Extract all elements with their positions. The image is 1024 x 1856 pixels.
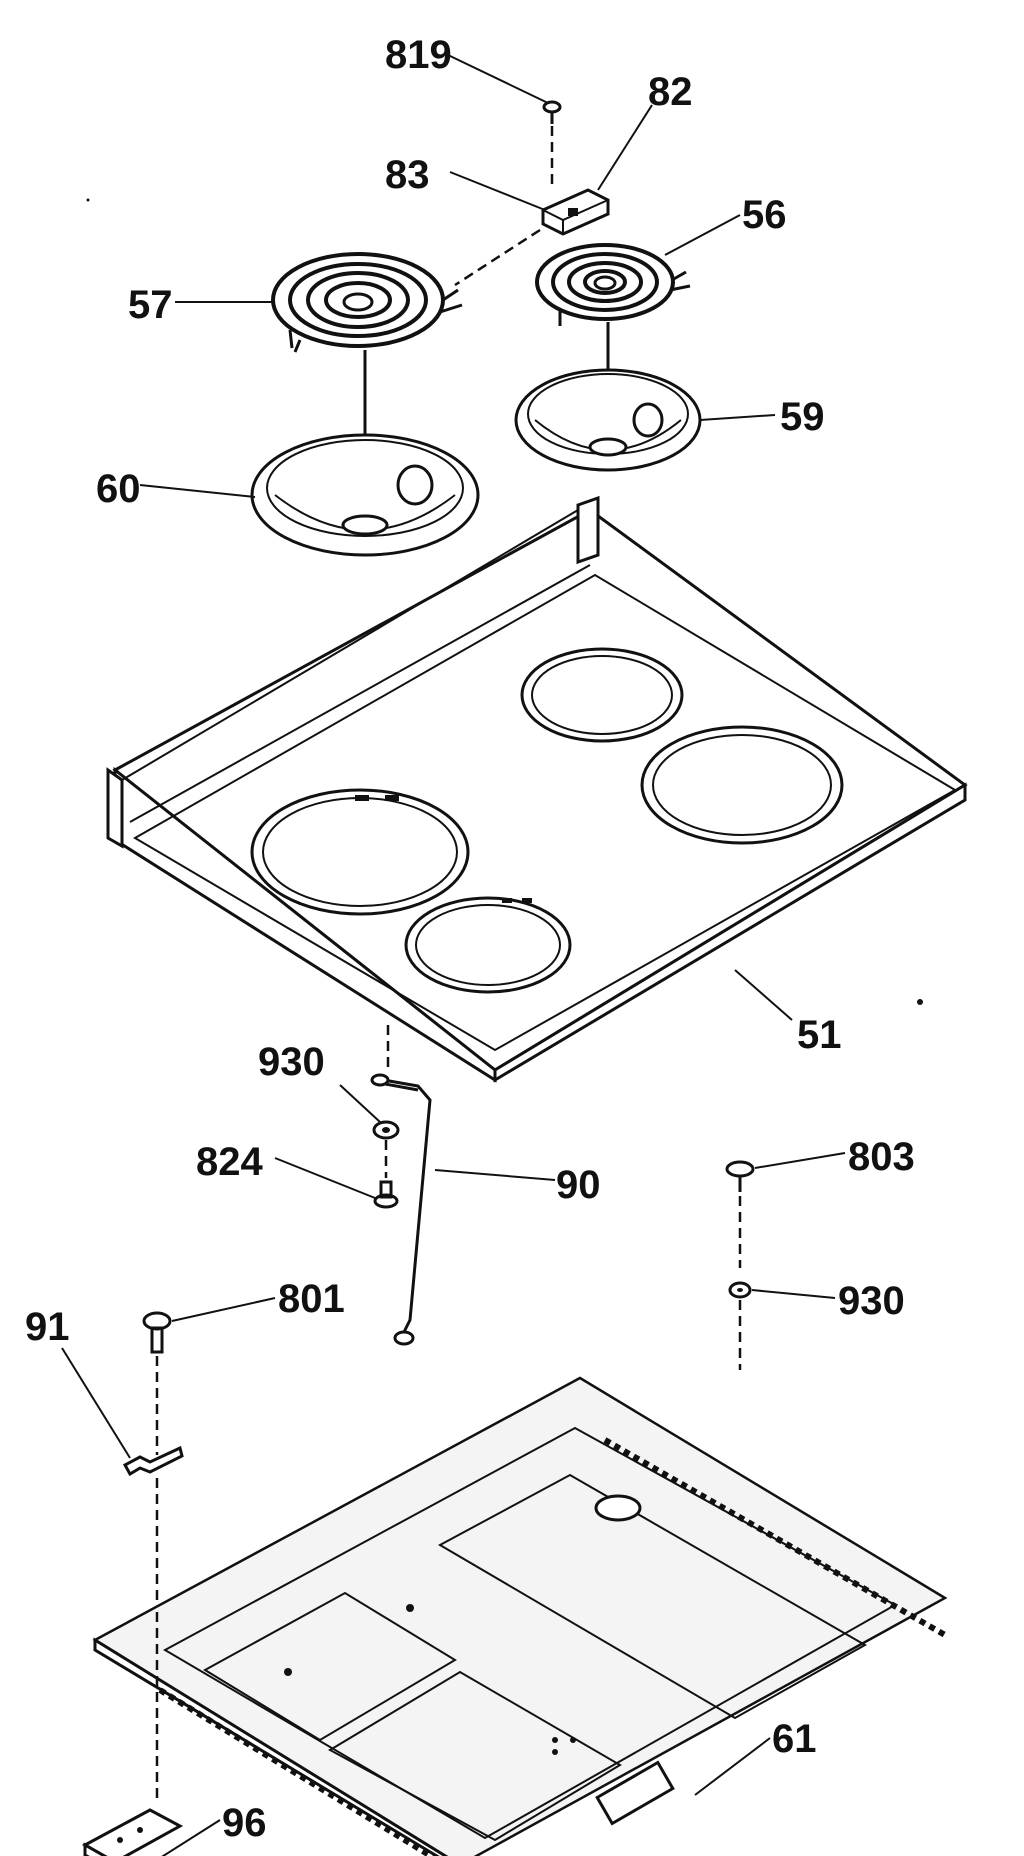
label-51: 51 (797, 1013, 842, 1057)
washer-930-upper (372, 1120, 400, 1178)
label-56: 56 (742, 193, 787, 237)
label-801: 801 (278, 1277, 345, 1321)
drip-pan-60 (250, 433, 480, 557)
label-824: 824 (196, 1140, 263, 1184)
label-60: 60 (96, 467, 141, 511)
terminal-block-82 (454, 188, 610, 287)
label-91: 91 (25, 1305, 70, 1349)
scan-speck (917, 999, 923, 1005)
label-57: 57 (128, 283, 173, 327)
label-819: 819 (385, 33, 452, 77)
screw-803 (725, 1160, 755, 1268)
scan-speck (86, 198, 90, 202)
leader-lines (61, 54, 846, 1856)
screw-819 (542, 100, 562, 190)
drip-pan-59 (514, 368, 702, 472)
screw-824 (373, 1180, 399, 1209)
vent-slots (158, 1437, 947, 1856)
screw-801 (142, 1311, 172, 1455)
label-930-lower: 930 (838, 1279, 905, 1323)
bottom-tray-61 (92, 1376, 948, 1856)
label-803: 803 (848, 1135, 915, 1179)
label-96: 96 (222, 1801, 267, 1845)
label-83: 83 (385, 153, 430, 197)
bracket-91 (122, 1445, 184, 1608)
label-930-upper: 930 (258, 1040, 325, 1084)
label-59: 59 (780, 395, 825, 439)
clip-96 (81, 1612, 184, 1856)
label-82: 82 (648, 70, 693, 114)
label-90: 90 (556, 1163, 601, 1207)
label-61: 61 (772, 1717, 817, 1761)
rod-90 (370, 1025, 432, 1346)
cooktop-51 (106, 495, 968, 1083)
washer-930-lower (728, 1281, 752, 1370)
part-labels: 819 82 83 56 57 59 60 51 930 824 90 803 … (25, 33, 915, 1845)
